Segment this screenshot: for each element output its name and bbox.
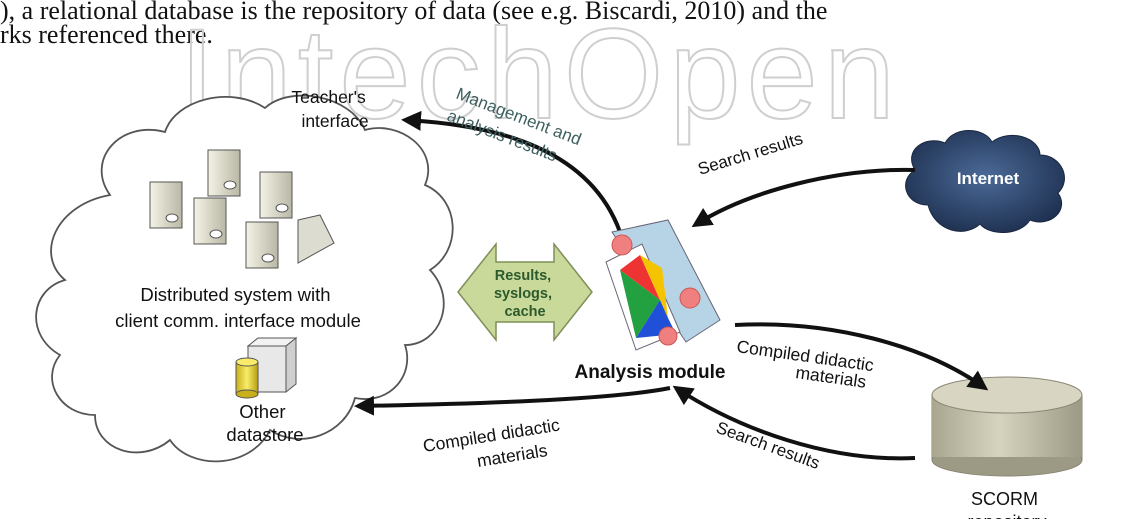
distributed-system-label-line2: client comm. interface module: [115, 310, 361, 331]
page-text-line1: ), a relational database is the reposito…: [0, 0, 828, 25]
arrow-scorm-to-analysis: [672, 385, 916, 461]
exchange-label-line2: syslogs,: [494, 286, 552, 302]
scorm-repository-label-line2: repository: [967, 512, 1046, 519]
teacher-interface-label-line2: interface: [301, 111, 368, 131]
arrow-internet-to-analysis: [691, 167, 916, 228]
exchange-double-arrow: [457, 241, 593, 343]
server-cluster-icon: [149, 149, 335, 269]
internet-cloud-icon: [905, 130, 1065, 234]
analysis-module-label: Analysis module: [575, 362, 726, 383]
distributed-system-label: Distributed system with client comm. int…: [115, 284, 361, 331]
other-datastore-label-line1: Other: [239, 401, 285, 422]
exchange-label-line3: cache: [504, 304, 545, 320]
arrow-to-teacher-interface: [401, 110, 622, 233]
scorm-repository-label-line1: SCORM: [971, 489, 1038, 509]
scorm-repository-icon: [931, 376, 1083, 477]
distributed-system-label-line1: Distributed system with: [140, 284, 330, 305]
other-datastore-label: Other datastore: [226, 401, 303, 445]
datastore-icon: [235, 336, 298, 399]
analysis-module-icon: [605, 219, 721, 351]
distributed-system-cloud: [35, 94, 454, 463]
arrow-analysis-to-datastore: [354, 386, 671, 416]
teacher-interface-label: Teacher's interface: [291, 87, 370, 131]
other-datastore-label-line2: datastore: [226, 424, 303, 445]
exchange-label: Results, syslogs, cache: [494, 268, 556, 320]
internet-label: Internet: [957, 169, 1020, 188]
page-text-line2: rks referenced there.: [0, 20, 213, 49]
scorm-repository-label: SCORM repository: [967, 489, 1046, 519]
teacher-interface-label-line1: Teacher's: [291, 87, 366, 107]
arrow-analysis-to-scorm: [734, 322, 989, 391]
exchange-label-line1: Results,: [495, 268, 551, 284]
